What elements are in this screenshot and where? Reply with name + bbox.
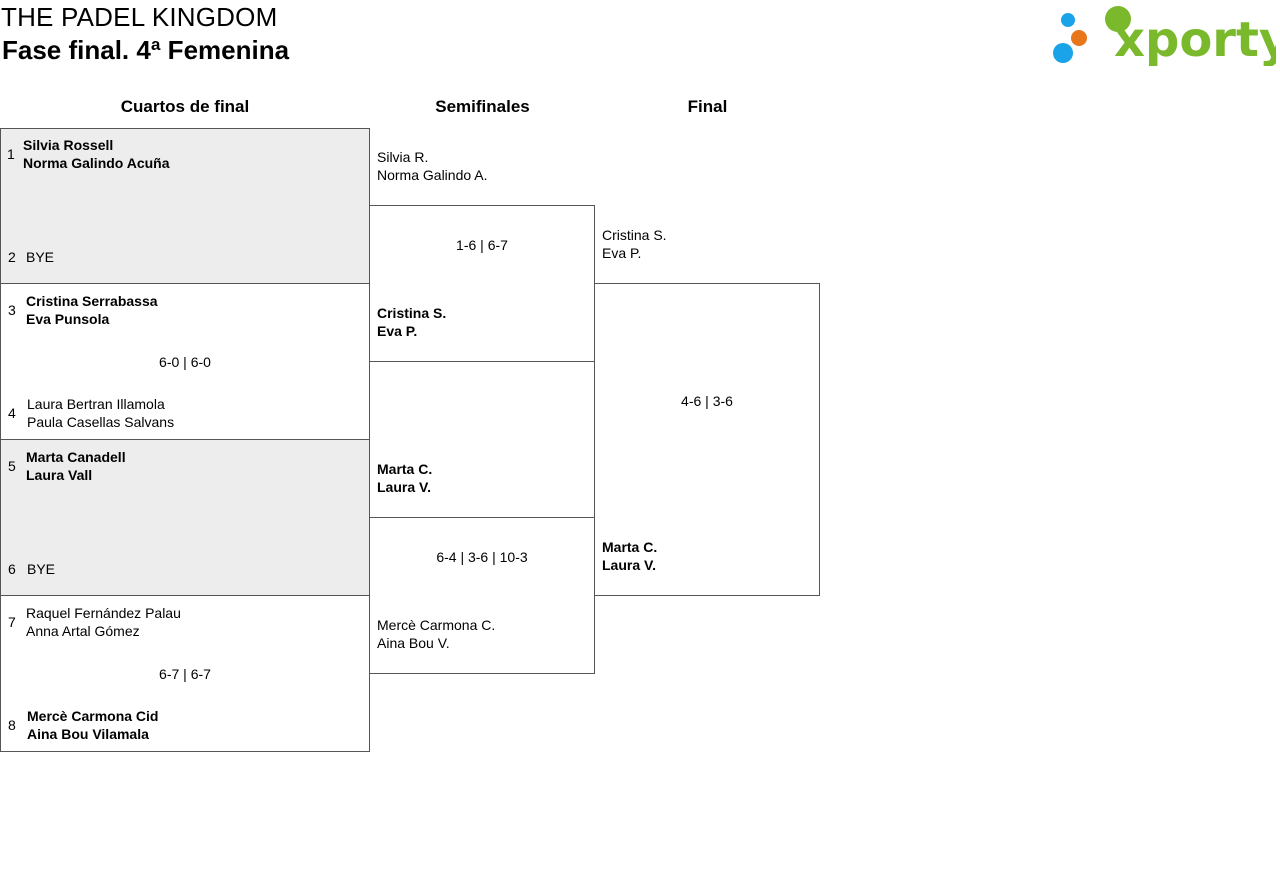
player-name: Cristina S. xyxy=(377,305,447,321)
player-name: Norma Galindo Acuña xyxy=(23,155,170,171)
team-entry[interactable]: Raquel Fernández Palau Anna Artal Gómez xyxy=(26,604,181,640)
player-name: Paula Casellas Salvans xyxy=(27,414,175,430)
page-title: Fase final. 4ª Femenina xyxy=(2,35,290,65)
bye-entry: BYE xyxy=(26,248,54,266)
match-score: 6-0 | 6-0 xyxy=(159,354,211,370)
seed-number: 3 xyxy=(8,302,16,318)
seed-number: 5 xyxy=(8,458,16,474)
player-name: Cristina S. xyxy=(602,227,667,243)
bye-label: BYE xyxy=(27,561,56,577)
team-entry[interactable]: Cristina S. Eva P. xyxy=(602,226,667,262)
match-score: 4-6 | 3-6 xyxy=(681,393,733,409)
team-entry[interactable]: Cristina S. Eva P. xyxy=(377,304,446,340)
player-name: Marta C. xyxy=(377,461,433,477)
player-name: Eva P. xyxy=(377,323,418,339)
player-name: Laura V. xyxy=(602,557,656,573)
xporty-logo[interactable]: xporty xyxy=(1050,4,1280,68)
team-entry[interactable]: Marta Canadell Laura Vall xyxy=(26,448,126,484)
team-entry[interactable]: Silvia Rossell Norma Galindo Acuña xyxy=(23,136,170,172)
seed-number: 6 xyxy=(8,561,16,577)
team-entry[interactable]: Laura Bertran Illamola Paula Casellas Sa… xyxy=(27,395,174,431)
bye-label: BYE xyxy=(26,249,55,265)
round-header-final: Final xyxy=(687,97,728,116)
seed-number: 4 xyxy=(8,405,16,421)
team-entry[interactable]: Mercè Carmona C. Aina Bou V. xyxy=(377,616,495,652)
player-name: Marta Canadell xyxy=(26,449,126,465)
round-header-semis: Semifinales xyxy=(435,97,530,116)
match-score: 1-6 | 6-7 xyxy=(456,237,508,253)
final-match[interactable] xyxy=(594,283,820,596)
player-name: Mercè Carmona Cid xyxy=(27,708,159,724)
seed-number: 1 xyxy=(7,146,15,162)
match-score: 6-4 | 3-6 | 10-3 xyxy=(436,549,528,565)
player-name: Silvia Rossell xyxy=(23,137,114,153)
team-entry[interactable]: Silvia R. Norma Galindo A. xyxy=(377,148,488,184)
player-name: Aina Bou Vilamala xyxy=(27,726,149,742)
logo-text: xporty xyxy=(1114,12,1276,66)
seed-number: 8 xyxy=(8,717,16,733)
round-header-quarters: Cuartos de final xyxy=(120,97,250,116)
team-entry[interactable]: Cristina Serrabassa Eva Punsola xyxy=(26,292,158,328)
bye-entry: BYE xyxy=(27,560,55,578)
seed-number: 7 xyxy=(8,614,16,630)
team-entry[interactable]: Marta C. Laura V. xyxy=(602,538,657,574)
match-score: 6-7 | 6-7 xyxy=(159,666,211,682)
player-name: Norma Galindo A. xyxy=(377,167,488,183)
player-name: Eva P. xyxy=(602,245,642,261)
player-name: Cristina Serrabassa xyxy=(26,293,158,309)
player-name: Eva Punsola xyxy=(26,311,110,327)
team-entry[interactable]: Mercè Carmona Cid Aina Bou Vilamala xyxy=(27,707,158,743)
player-name: Mercè Carmona C. xyxy=(377,617,496,633)
club-title: THE PADEL KINGDOM xyxy=(1,2,278,32)
player-name: Laura V. xyxy=(377,479,431,495)
player-name: Silvia R. xyxy=(377,149,429,165)
player-name: Laura Bertran Illamola xyxy=(27,396,165,412)
team-entry[interactable]: Marta C. Laura V. xyxy=(377,460,432,496)
player-name: Aina Bou V. xyxy=(377,635,450,651)
seed-number: 2 xyxy=(8,249,16,265)
player-name: Marta C. xyxy=(602,539,658,555)
xporty-logo-icon: xporty xyxy=(1053,6,1280,68)
player-name: Raquel Fernández Palau xyxy=(26,605,181,621)
player-name: Laura Vall xyxy=(26,467,93,483)
player-name: Anna Artal Gómez xyxy=(26,623,140,639)
